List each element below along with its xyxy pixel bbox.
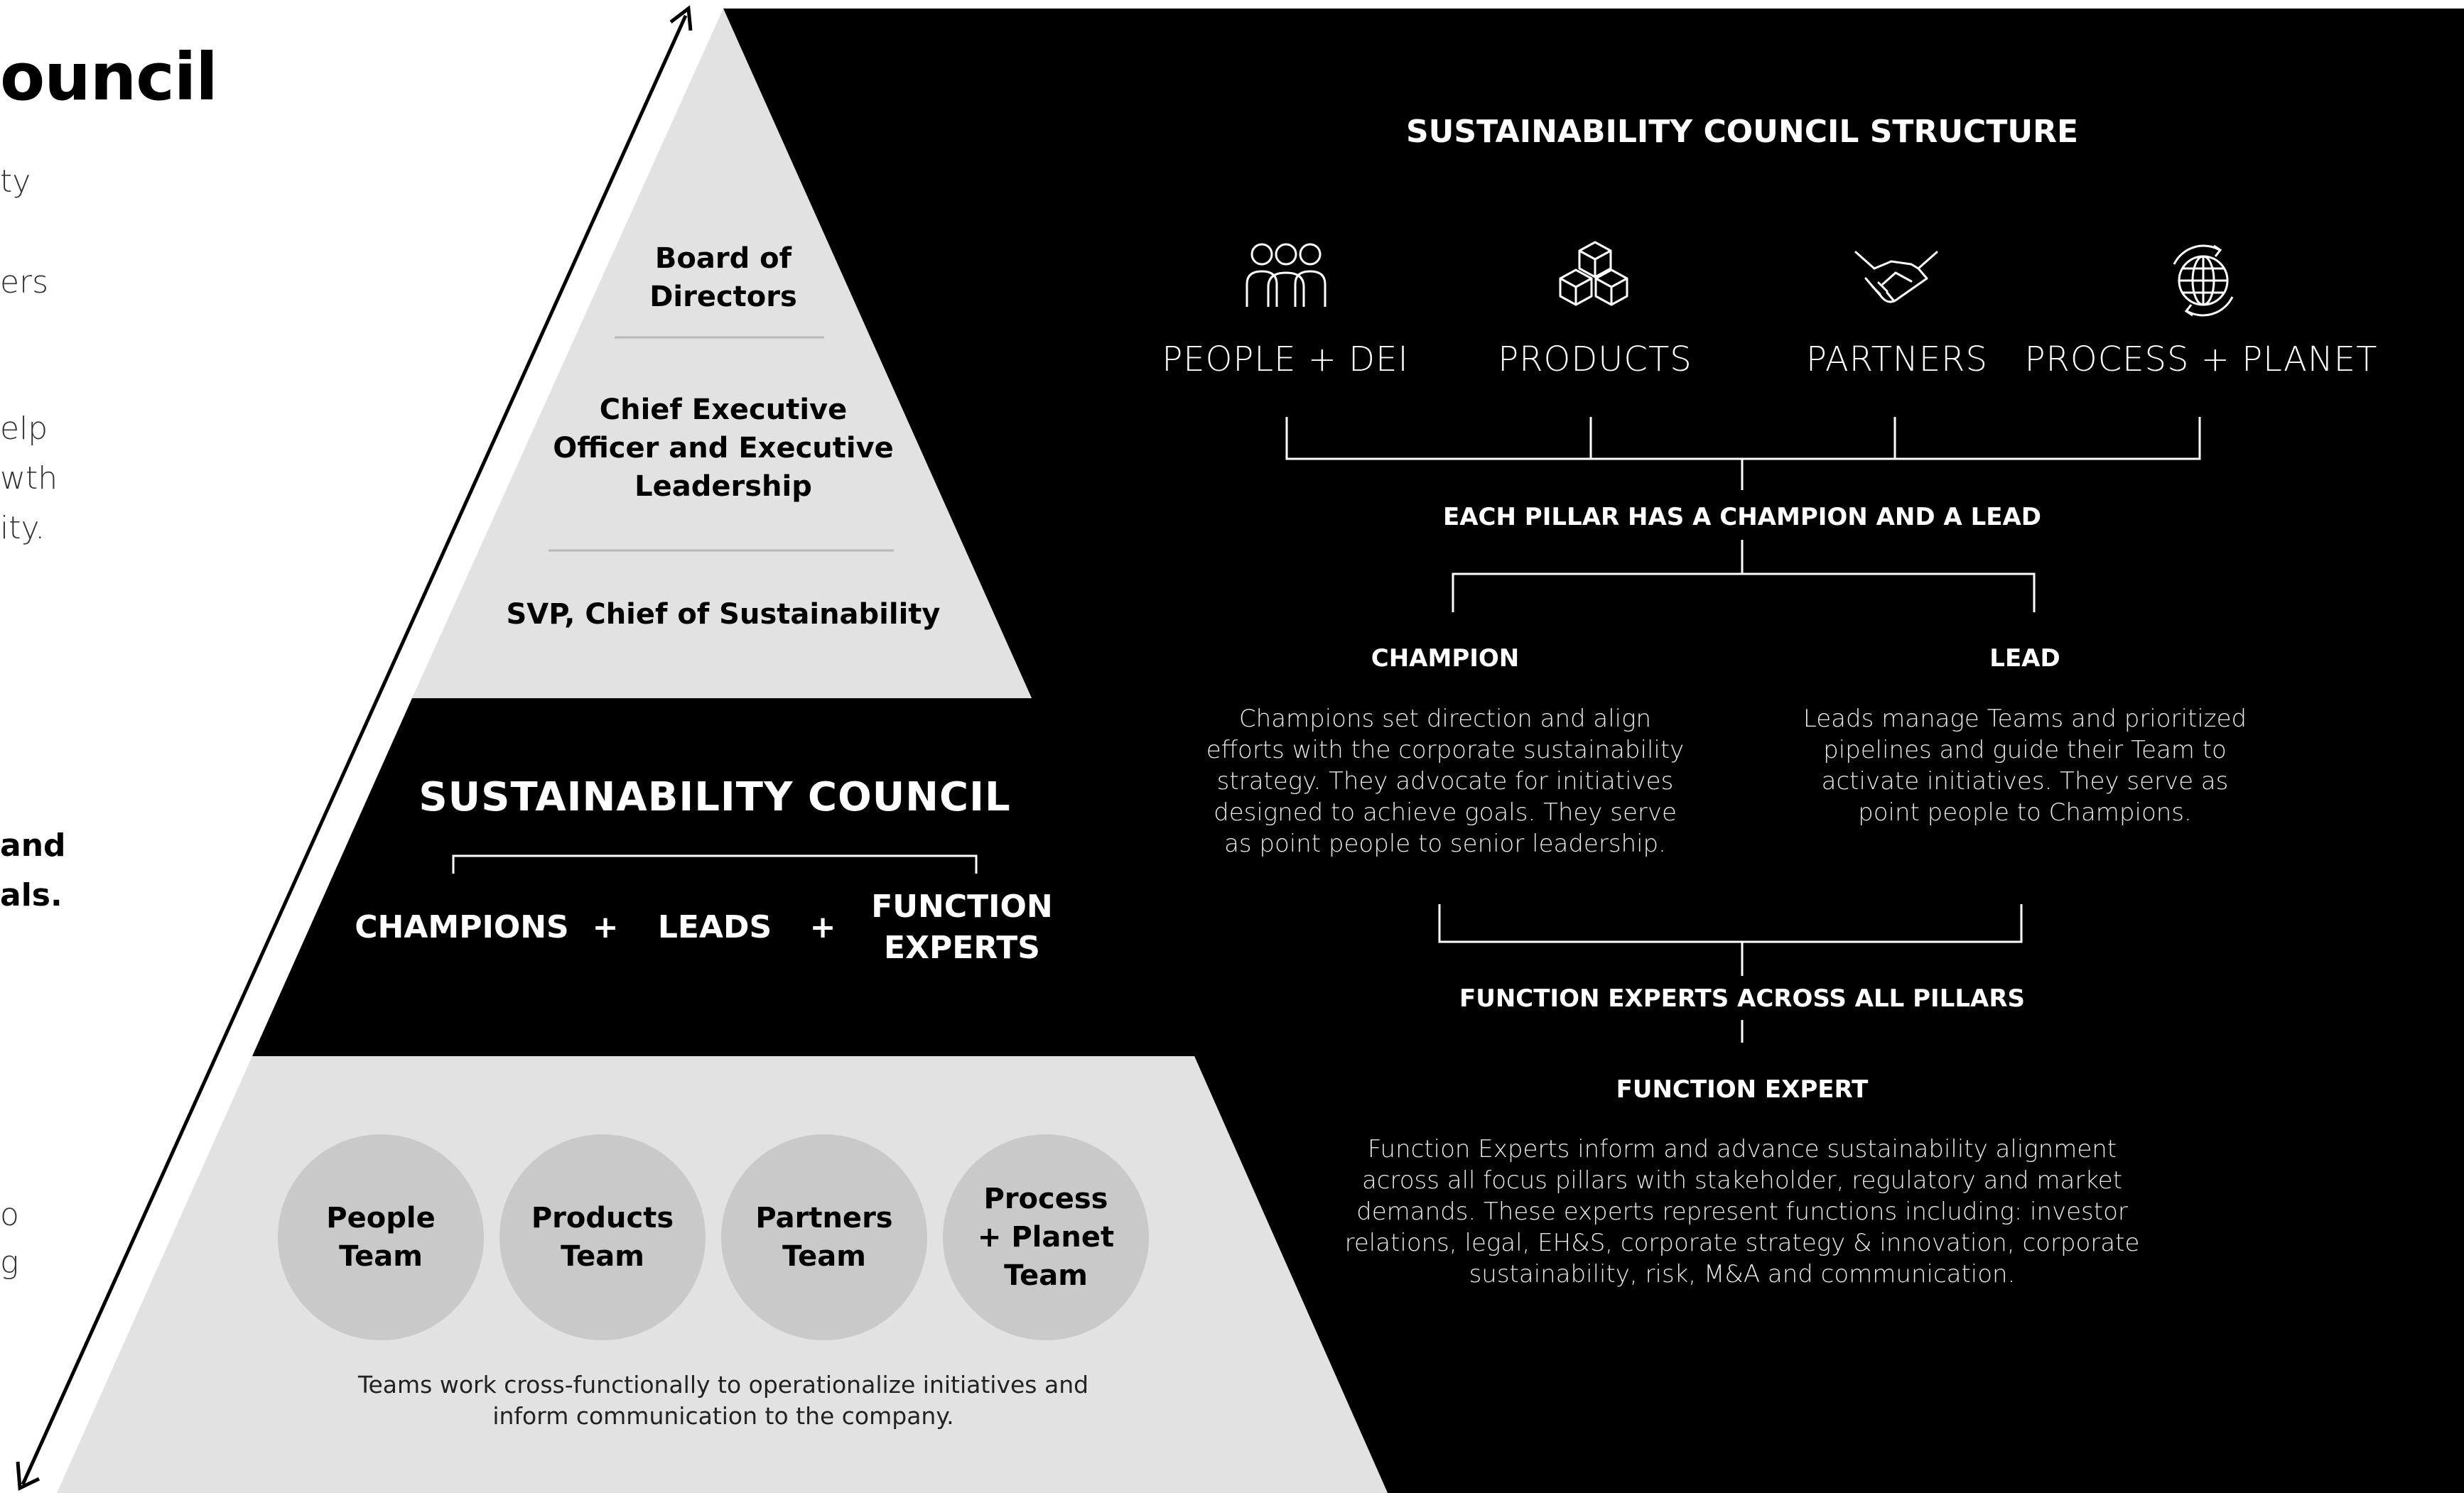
lead-description: Leads manage Teams and prioritized pipel… bbox=[1803, 705, 2247, 827]
teams-note: Teams work cross-functionally to operati… bbox=[357, 1371, 1089, 1430]
left-text-fragment: o bbox=[0, 1197, 19, 1233]
team-label: Products Team bbox=[531, 1202, 674, 1273]
left-text-fragment: ity. bbox=[0, 510, 45, 546]
function-expert-description: Function Experts inform and advance sust… bbox=[1344, 1135, 2140, 1288]
boxes-icon bbox=[1559, 241, 1628, 306]
leads-label: LEADS bbox=[657, 909, 772, 945]
champions-label: CHAMPIONS bbox=[355, 909, 569, 945]
left-page-title: ouncil bbox=[0, 39, 218, 115]
council-title: SUSTAINABILITY COUNCIL bbox=[418, 774, 1011, 820]
black-panel bbox=[252, 9, 2464, 1493]
council-bracket bbox=[452, 854, 978, 874]
left-text-fragment: ty bbox=[0, 163, 31, 200]
champion-description: Champions set direction and align effort… bbox=[1206, 705, 1685, 858]
plus-sign: + bbox=[592, 909, 619, 945]
board-of-directors-label: Board of Directors bbox=[649, 242, 797, 313]
globe-icon bbox=[2173, 244, 2234, 317]
people-team-circle: People Team bbox=[278, 1134, 484, 1340]
ceo-leadership-label: Chief Executive Officer and Executive Le… bbox=[553, 393, 894, 503]
double-arrow-icon bbox=[16, 5, 693, 1491]
structure-title: SUSTAINABILITY COUNCIL STRUCTURE bbox=[1405, 114, 2079, 150]
function-experts-label: FUNCTION EXPERTS bbox=[871, 889, 1053, 966]
partners-team-circle: Partners Team bbox=[721, 1134, 927, 1340]
pyramid-top-tier bbox=[412, 9, 1032, 698]
left-text-fragment: ers bbox=[0, 264, 49, 300]
pillar-label-products: PRODUCTS bbox=[1498, 340, 1692, 379]
left-text-fragment: and bbox=[0, 827, 66, 864]
left-text-fragment: elp bbox=[0, 411, 48, 447]
left-text-fragment: als. bbox=[0, 877, 63, 913]
pillar-label-people-dei: PEOPLE + DEI bbox=[1162, 340, 1409, 379]
champion-heading: CHAMPION bbox=[1371, 644, 1520, 673]
team-label: Process + Planet Team bbox=[977, 1183, 1115, 1292]
lead-heading: LEAD bbox=[1989, 644, 2060, 673]
team-label: Partners Team bbox=[755, 1202, 893, 1273]
left-text-fragment: wth bbox=[0, 460, 58, 496]
pillar-champion-lead-note: EACH PILLAR HAS A CHAMPION AND A LEAD bbox=[1443, 503, 2041, 531]
function-experts-note: FUNCTION EXPERTS ACROSS ALL PILLARS bbox=[1459, 984, 2026, 1013]
svp-sustainability-label: SVP, Chief of Sustainability bbox=[506, 598, 941, 631]
pillar-label-process-planet: PROCESS + PLANET bbox=[2024, 340, 2378, 379]
team-label: People Team bbox=[326, 1202, 436, 1273]
function-expert-heading: FUNCTION EXPERT bbox=[1616, 1075, 1869, 1104]
people-icon bbox=[1245, 243, 1326, 307]
structure-tree-lines bbox=[1285, 417, 2201, 1043]
pillar-label-partners: PARTNERS bbox=[1806, 340, 1988, 379]
plus-sign: + bbox=[809, 909, 836, 945]
process-planet-team-circle: Process + Planet Team bbox=[943, 1134, 1149, 1340]
products-team-circle: Products Team bbox=[499, 1134, 706, 1340]
left-text-fragment: g bbox=[0, 1244, 19, 1281]
handshake-icon bbox=[1854, 251, 1938, 303]
